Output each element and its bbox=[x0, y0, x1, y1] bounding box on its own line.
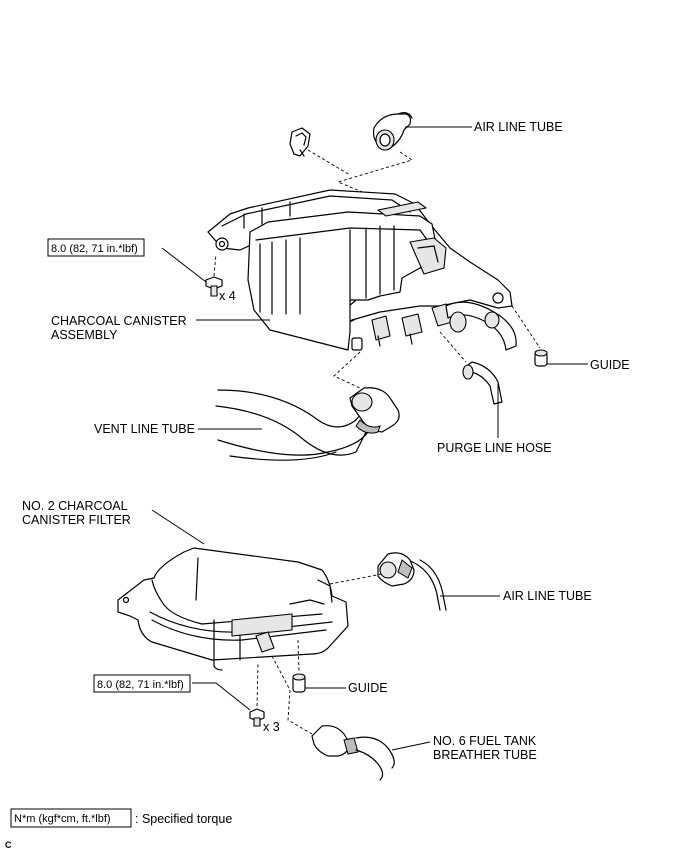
label-filter-line1: NO. 2 CHARCOAL bbox=[22, 499, 128, 513]
air-line-tube-bottom-part bbox=[377, 552, 447, 611]
label-torque-bottom: 8.0 (82, 71 in.*lbf) bbox=[97, 679, 184, 691]
charcoal-canister-body bbox=[247, 201, 447, 351]
label-purge-line-hose: PURGE LINE HOSE bbox=[437, 441, 552, 455]
guide-line-guide-top bbox=[511, 305, 541, 349]
filter-port bbox=[255, 631, 275, 653]
guide-line-vent bbox=[333, 351, 361, 389]
label-filter-line2: CANISTER FILTER bbox=[22, 513, 131, 527]
legend-unit-text: N*m (kgf*cm, ft.*lbf) bbox=[14, 813, 111, 825]
guide-bottom-part bbox=[292, 673, 306, 693]
no6-breather-tube-part bbox=[311, 725, 395, 781]
label-guide-top: GUIDE bbox=[590, 358, 630, 372]
torque-box-top bbox=[47, 238, 145, 257]
purge-line-hose-part bbox=[462, 361, 503, 405]
guide-line-clip bbox=[307, 149, 351, 176]
label-air-line-tube-top: AIR LINE TUBE bbox=[474, 120, 563, 134]
leader-torque-bottom bbox=[192, 682, 251, 711]
guide-line-bolt-top bbox=[213, 253, 217, 277]
bolt-bottom bbox=[249, 708, 265, 727]
guide-line-breather bbox=[271, 655, 313, 735]
leader-torque-top bbox=[161, 247, 207, 283]
torque-box-bottom bbox=[93, 674, 191, 693]
corner-mark: C bbox=[5, 840, 12, 850]
label-guide-bottom: GUIDE bbox=[348, 681, 388, 695]
label-vent-line-tube: VENT LINE TUBE bbox=[94, 422, 195, 436]
legend-description: : Specified torque bbox=[135, 812, 232, 826]
guide-line-purge bbox=[439, 331, 467, 363]
leader-breather bbox=[391, 741, 431, 751]
guide-line-air-top bbox=[336, 151, 414, 197]
guide-line-bolt-bottom bbox=[256, 663, 259, 707]
label-qty-bottom: x 3 bbox=[263, 720, 280, 734]
label-torque-top: 8.0 (82, 71 in.*lbf) bbox=[51, 243, 138, 255]
label-canister-line1: CHARCOAL CANISTER bbox=[51, 314, 187, 328]
label-breather-line1: NO. 6 FUEL TANK bbox=[433, 734, 537, 748]
guide-top-part bbox=[534, 349, 548, 367]
air-line-tube-top-part bbox=[372, 112, 413, 151]
guide-line-air-bottom bbox=[329, 573, 383, 585]
label-canister-line2: ASSEMBLY bbox=[51, 328, 118, 342]
vent-line-tube-part bbox=[215, 387, 400, 461]
label-qty-top: x 4 bbox=[219, 289, 236, 303]
label-air-line-tube-bottom: AIR LINE TUBE bbox=[503, 589, 592, 603]
bolt-top bbox=[205, 276, 223, 297]
canister-right-hose bbox=[445, 301, 517, 351]
legend-unit-box bbox=[10, 808, 132, 828]
hose-clip-part bbox=[289, 127, 311, 157]
label-breather-line2: BREATHER TUBE bbox=[433, 748, 537, 762]
no2-canister-filter-body bbox=[117, 547, 349, 671]
leader-filter bbox=[151, 509, 205, 545]
